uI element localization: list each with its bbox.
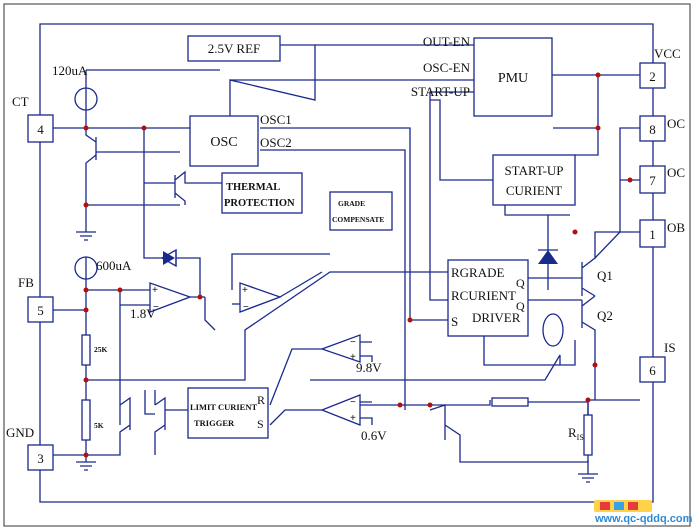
signal-osc1: OSC1 xyxy=(260,112,292,127)
ovp-comparator xyxy=(320,334,361,363)
pin-label-is: IS xyxy=(664,340,676,355)
svg-text:+: + xyxy=(242,285,248,296)
ic-boundary xyxy=(39,23,654,503)
svg-text:8: 8 xyxy=(649,122,656,137)
svg-text:2: 2 xyxy=(649,69,656,84)
startup-current-block: START-UP CURIENT xyxy=(492,154,576,206)
q1-label: Q1 xyxy=(597,268,613,283)
signal-out-en: OUT-EN xyxy=(423,34,471,49)
svg-text:PROTECTION: PROTECTION xyxy=(224,198,295,209)
driver-block: RGRADE RCURIENT S DRIVER Q Q xyxy=(447,259,529,337)
label-5k: 5K xyxy=(94,421,104,430)
is-transistor xyxy=(429,404,588,463)
label-120ua: 120uA xyxy=(52,63,88,78)
signal-osc2: OSC2 xyxy=(260,135,292,150)
label-9-8v: 9.8V xyxy=(356,360,382,375)
resistor-25k xyxy=(81,334,91,366)
pin-label-oc-8: OC xyxy=(667,116,685,131)
pmu-block: PMU xyxy=(473,37,553,117)
svg-text:−: − xyxy=(153,302,159,313)
svg-text:+: + xyxy=(350,413,356,424)
signal-osc-en: OSC-EN xyxy=(423,60,471,75)
svg-text:TRIGGER: TRIGGER xyxy=(194,418,235,428)
error-amp xyxy=(149,282,192,313)
svg-text:CURIENT: CURIENT xyxy=(506,183,562,198)
limit-transistor-1 xyxy=(86,396,131,456)
svg-text:OSC: OSC xyxy=(210,135,237,150)
svg-text:LIMIT CURIENT: LIMIT CURIENT xyxy=(190,402,257,412)
grade-compensate-block: GRADE COMPENSATE xyxy=(329,191,393,231)
svg-text:RGRADE: RGRADE xyxy=(451,265,505,280)
svg-text:+: + xyxy=(152,285,158,296)
q2-transistor xyxy=(528,295,596,400)
grade-comparator xyxy=(239,282,282,313)
startup-diode xyxy=(538,250,558,264)
pin-5: 5 FB xyxy=(18,275,54,323)
pin-label-ct: CT xyxy=(12,94,29,109)
pin-1: 1 OB xyxy=(639,219,685,248)
thermal-block: THERMAL PROTECTION xyxy=(221,172,303,214)
svg-text:+: + xyxy=(350,352,356,363)
label-ris: RIS xyxy=(568,425,584,442)
junction-dots xyxy=(83,72,633,458)
q1-transistor xyxy=(528,231,640,297)
svg-text:6: 6 xyxy=(649,363,656,378)
svg-text:4: 4 xyxy=(37,122,44,137)
pin-7: 7 OC xyxy=(639,165,685,194)
q2-diode xyxy=(542,313,564,347)
watermark-url: www.qc-qddq.com xyxy=(594,513,693,525)
pin-3: 3 GND xyxy=(6,425,54,471)
pin-label-vcc: VCC xyxy=(654,46,681,61)
ground-symbol xyxy=(76,231,598,483)
pin-label-fb: FB xyxy=(18,275,34,290)
pin-label-oc-7: OC xyxy=(667,165,685,180)
label-25k: 25K xyxy=(94,345,108,354)
pin-2: 2 VCC xyxy=(639,46,681,89)
svg-text:Q: Q xyxy=(516,299,525,313)
osc-block: OSC xyxy=(189,115,259,167)
pin-label-gnd: GND xyxy=(6,425,34,440)
svg-text:START-UP: START-UP xyxy=(504,163,563,178)
svg-text:S: S xyxy=(257,417,264,431)
amp-polarity-signs: + − + − − + − + xyxy=(152,285,356,424)
svg-text:S: S xyxy=(451,314,458,329)
limit-transistor-2 xyxy=(154,396,190,455)
q2-label: Q2 xyxy=(597,308,613,323)
is-filter-resistor xyxy=(491,397,529,407)
svg-text:THERMAL: THERMAL xyxy=(226,182,280,193)
svg-text:−: − xyxy=(350,397,356,408)
svg-text:COMPENSATE: COMPENSATE xyxy=(332,215,384,224)
svg-text:PMU: PMU xyxy=(498,71,528,86)
pin-6: 6 IS xyxy=(639,340,676,383)
pin-4: 4 CT xyxy=(12,94,54,143)
svg-text:−: − xyxy=(350,337,356,348)
watermark-logo: www.qc-qddq.com xyxy=(594,500,693,525)
svg-text:5: 5 xyxy=(37,303,44,318)
svg-text:3: 3 xyxy=(37,451,44,466)
svg-text:7: 7 xyxy=(649,173,656,188)
ct-transistor xyxy=(85,128,180,206)
svg-text:RCURIENT: RCURIENT xyxy=(451,288,516,303)
label-1-8v: 1.8V xyxy=(130,306,156,321)
resistor-ris xyxy=(583,414,593,456)
label-600ua: 600uA xyxy=(96,258,132,273)
resistor-5k xyxy=(81,399,91,441)
svg-text:1: 1 xyxy=(649,227,656,242)
outer-frame xyxy=(3,3,691,527)
limit-current-trigger-block: LIMIT CURIENT TRIGGER R S xyxy=(187,387,269,439)
ref-block: 2.5V REF xyxy=(187,35,281,62)
signal-start-up: START-UP xyxy=(411,84,470,99)
label-0-6v: 0.6V xyxy=(361,428,387,443)
svg-text:GRADE: GRADE xyxy=(338,199,365,208)
pin-8: 8 OC xyxy=(639,115,685,142)
svg-text:−: − xyxy=(243,302,249,313)
pin-label-ob: OB xyxy=(667,220,685,235)
svg-text:R: R xyxy=(257,393,265,407)
svg-text:DRIVER: DRIVER xyxy=(472,310,521,325)
ocp-comparator xyxy=(320,394,361,426)
thermal-transistor xyxy=(144,170,222,205)
svg-text:2.5V REF: 2.5V REF xyxy=(208,41,261,56)
svg-text:Q: Q xyxy=(516,276,525,290)
